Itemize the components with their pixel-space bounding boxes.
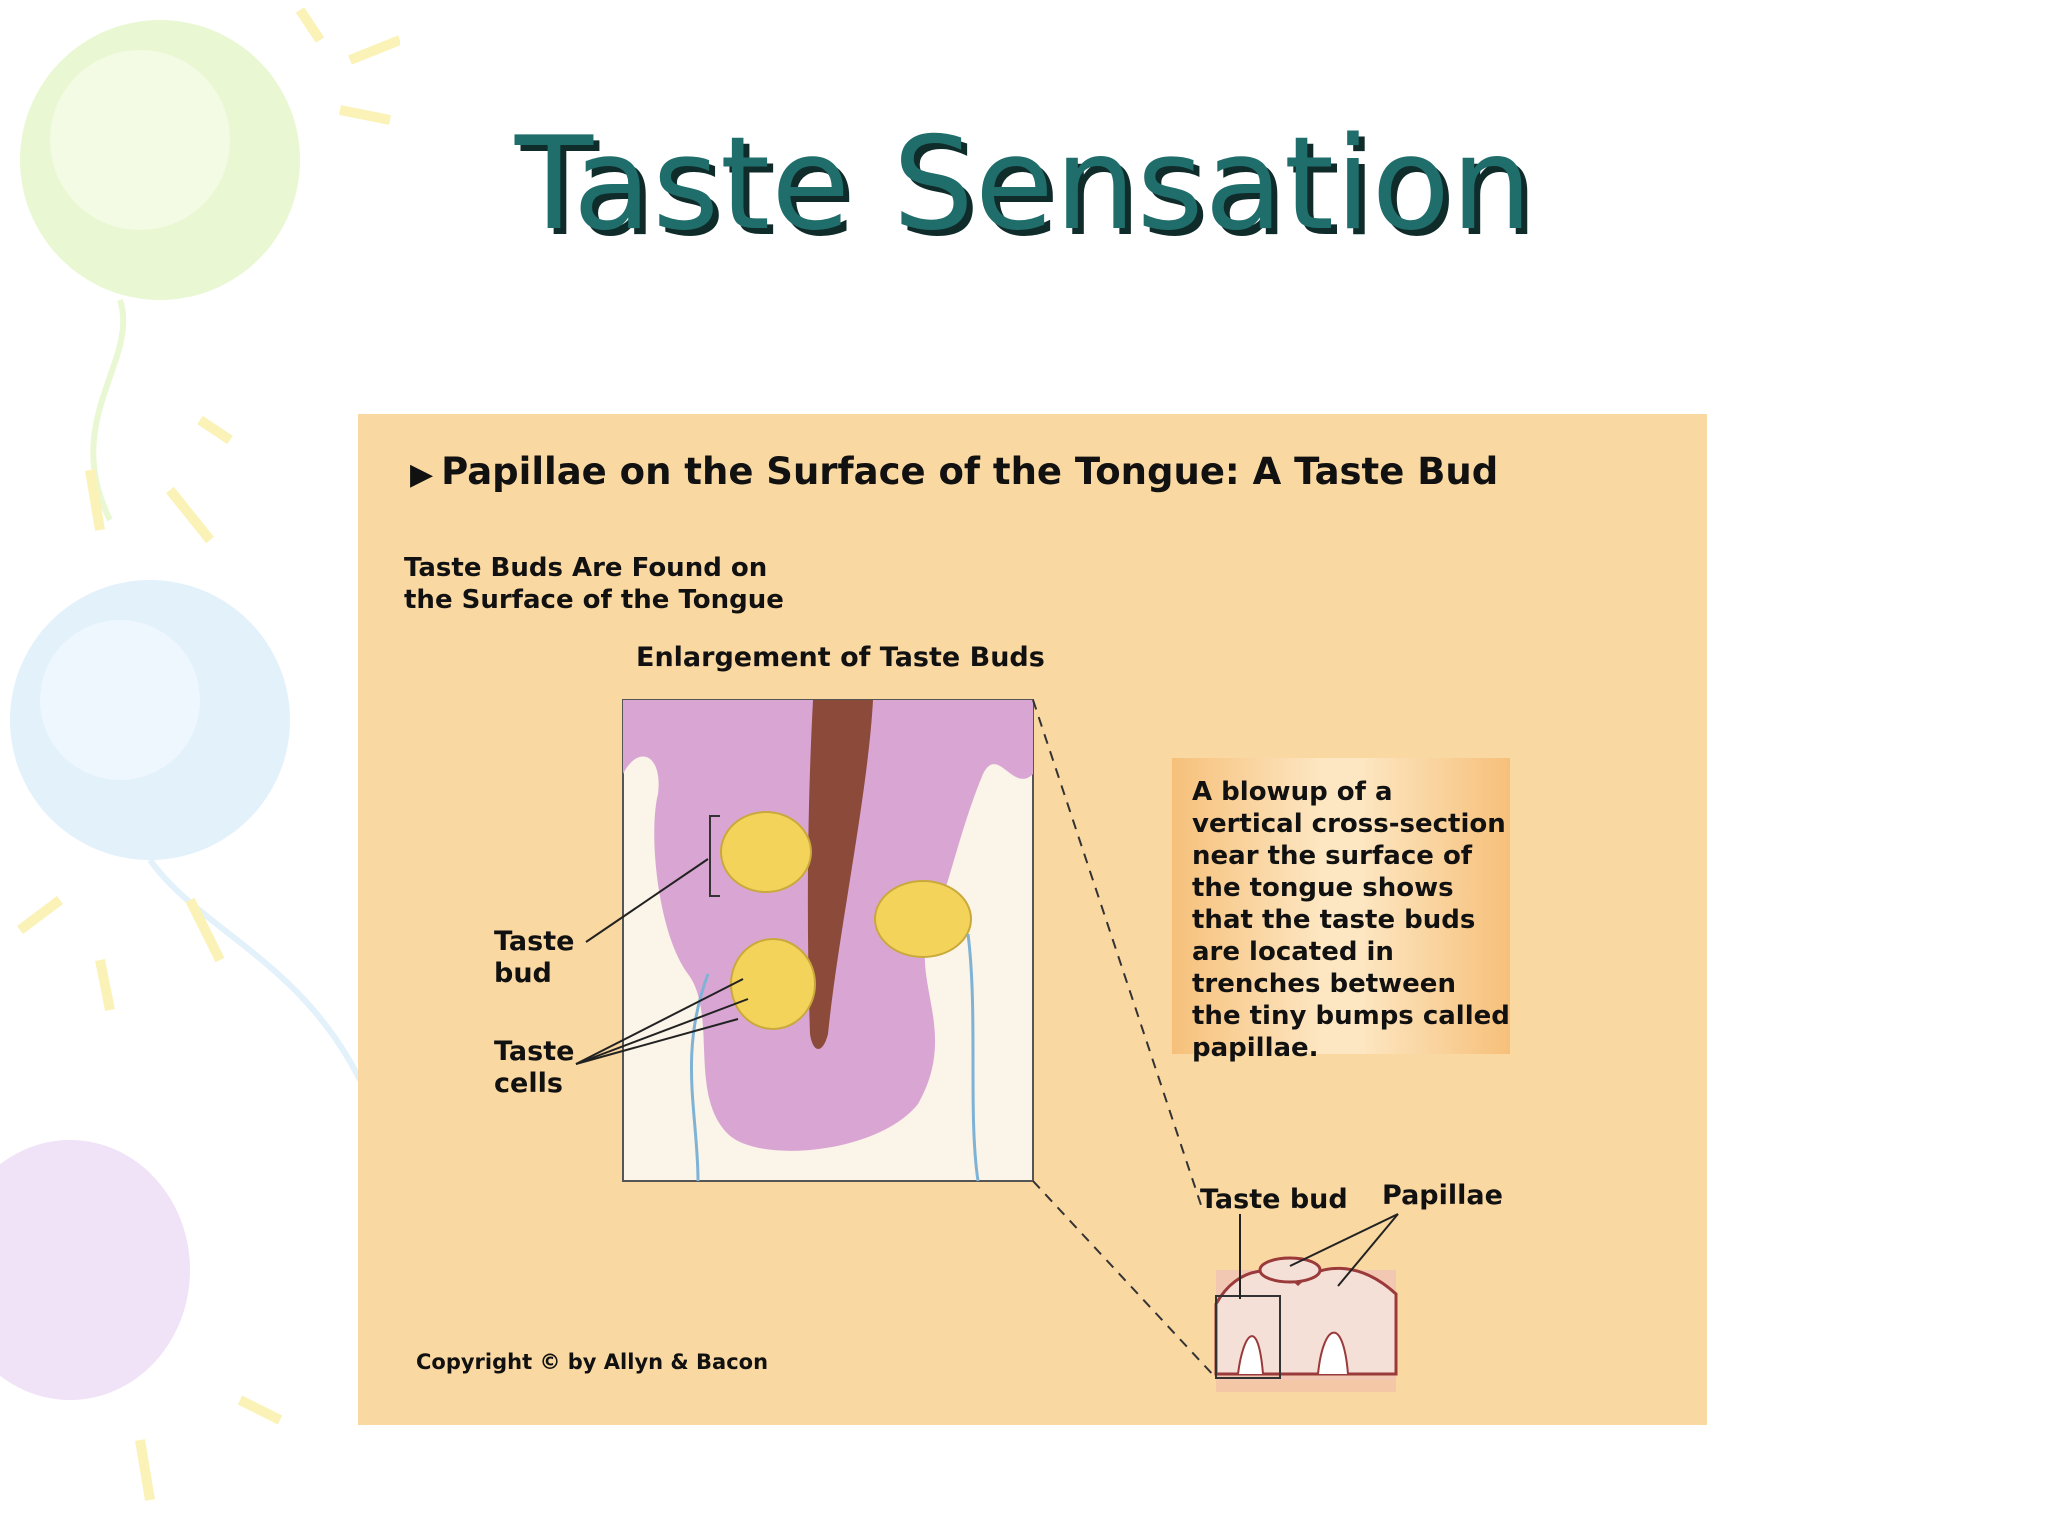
- slide-title: Taste Sensation: [514, 110, 1534, 259]
- taste-cells-leader: [575, 978, 744, 1065]
- figure-title: ▶Papillae on the Surface of the Tongue: …: [410, 450, 1498, 493]
- taste-bud-leader: [585, 858, 709, 943]
- papillae-label: Papillae: [1382, 1180, 1503, 1211]
- taste-bud-shape: [730, 938, 816, 1030]
- triangle-bullet-icon: ▶: [410, 457, 434, 492]
- zoom-line: [1032, 1180, 1217, 1379]
- callout-text: A blowup of a vertical cross-section nea…: [1192, 777, 1510, 1063]
- surface-caption: Taste Buds Are Found on the Surface of t…: [404, 553, 784, 615]
- taste-bud-label: Taste bud: [494, 926, 575, 989]
- enlargement-title: Enlargement of Taste Buds: [636, 642, 1045, 673]
- copyright-text: Copyright © by Allyn & Bacon: [416, 1350, 769, 1374]
- taste-bud-shape: [720, 811, 812, 893]
- taste-bud-shape: [874, 880, 972, 958]
- balloon-decoration: [0, 7, 400, 1501]
- taste-bud-diagram: [575, 699, 1399, 1392]
- trench: [807, 700, 873, 1049]
- taste-bud-small-label: Taste bud: [1200, 1184, 1348, 1215]
- callout-box: A blowup of a vertical cross-section nea…: [1172, 758, 1510, 1063]
- figure-panel: ▶Papillae on the Surface of the Tongue: …: [358, 414, 1707, 1425]
- figure-title-text: Papillae on the Surface of the Tongue: A…: [441, 450, 1499, 493]
- taste-cells-label: Taste cells: [494, 1036, 575, 1099]
